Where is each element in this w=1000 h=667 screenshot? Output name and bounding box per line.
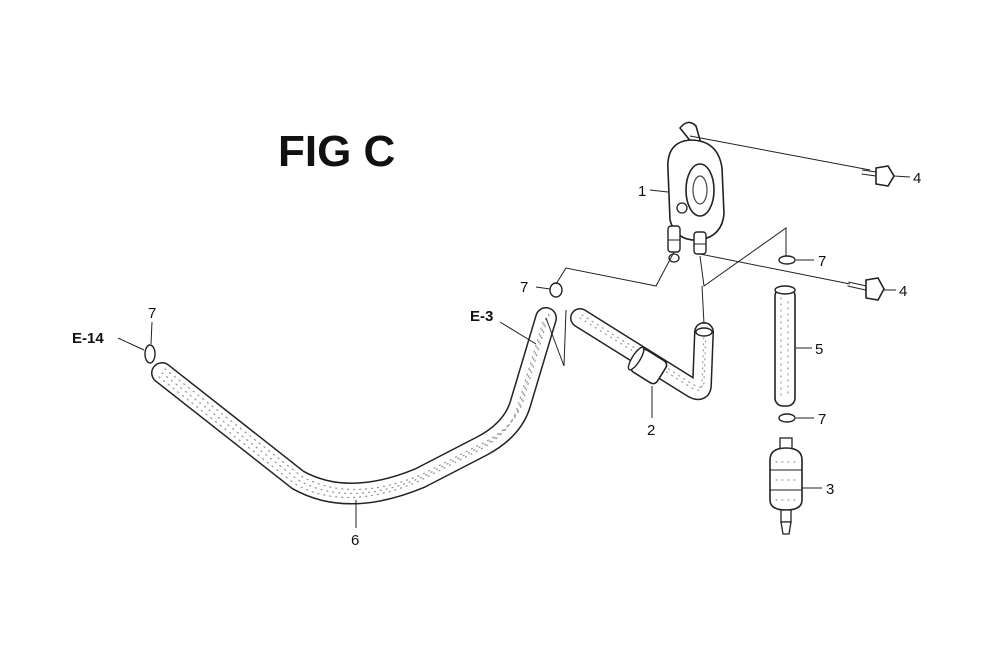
callout-clip-mid: 7 xyxy=(520,279,528,296)
callout-clip-filter: 7 xyxy=(818,411,826,428)
callout-short-hose: 5 xyxy=(815,341,823,358)
mounting-bolt-upper xyxy=(861,165,895,187)
callout-long-hose: 6 xyxy=(351,532,359,549)
hose-clip-pump xyxy=(778,255,796,265)
hose-clip-mid xyxy=(549,282,563,298)
reference-e3: E-3 xyxy=(470,308,493,325)
long-fuel-hose xyxy=(151,307,557,505)
mounting-bolt-lower xyxy=(847,277,885,301)
callout-bolt-lower: 4 xyxy=(899,283,907,300)
leader-lines xyxy=(117,135,911,528)
hose-clip-filter xyxy=(778,413,796,423)
short-fuel-hose xyxy=(774,285,796,407)
figure-title: FIG C xyxy=(278,127,395,176)
tube-sleeve xyxy=(627,346,668,385)
callout-filter: 3 xyxy=(826,481,834,498)
fuel-filter xyxy=(769,437,803,535)
callout-clip-pump: 7 xyxy=(818,253,826,270)
callout-bolt-upper: 4 xyxy=(913,170,921,187)
callout-pump: 1 xyxy=(638,183,646,200)
reference-e14: E-14 xyxy=(72,330,104,347)
hose-clip-left xyxy=(144,344,156,364)
callout-clip-left: 7 xyxy=(148,305,156,322)
callout-tube: 2 xyxy=(647,422,655,439)
fuel-pump xyxy=(667,121,725,263)
fuel-tube-assembly xyxy=(570,308,714,401)
